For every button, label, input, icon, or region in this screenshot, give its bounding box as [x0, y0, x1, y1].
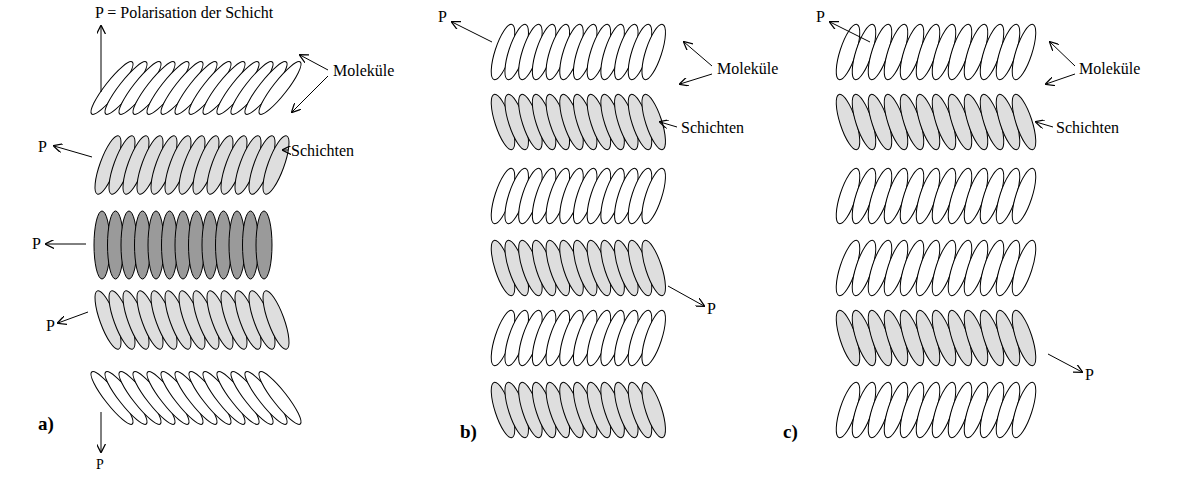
molecule: [637, 380, 670, 440]
molecule: [1007, 92, 1040, 152]
molecule: [1007, 380, 1040, 440]
polarisation-label: P: [32, 235, 41, 253]
leader-line: [1036, 122, 1053, 127]
leader-line: [283, 150, 288, 151]
leader-lines: [46, 22, 1082, 452]
part-label: Moleküle: [1079, 60, 1140, 78]
part-label: Schichten: [291, 142, 354, 160]
polarisation-arrow: [101, 26, 102, 92]
part-label: Moleküle: [717, 60, 778, 78]
molecule-group: [86, 22, 1040, 440]
leader-line: [300, 55, 328, 70]
molecule: [254, 58, 306, 119]
leader-line: [1046, 74, 1075, 84]
part-label: Schichten: [681, 119, 744, 137]
molecule: [637, 308, 670, 368]
polarisation-label: P: [38, 138, 47, 156]
molecule: [258, 133, 294, 197]
leader-line: [680, 74, 712, 84]
polarisation-arrow: [46, 244, 86, 245]
polarisation-arrow: [452, 22, 492, 42]
panel-letter: b): [460, 422, 477, 443]
molecule: [637, 92, 670, 152]
caption-label: P = Polarisation der Schicht: [95, 4, 273, 22]
panel-letter: a): [38, 414, 54, 435]
panel-letter: c): [783, 422, 798, 443]
polarisation-arrow: [668, 286, 704, 306]
leader-line: [292, 76, 328, 112]
polarisation-arrow: [830, 22, 870, 42]
part-label: Moleküle: [333, 62, 394, 80]
polarisation-label: P: [816, 8, 825, 26]
molecule: [258, 288, 294, 352]
polarisation-arrow: [54, 146, 92, 157]
leader-line: [684, 42, 712, 66]
molecule: [637, 166, 670, 226]
leader-line: [660, 122, 677, 127]
molecule: [1007, 238, 1040, 298]
polarisation-arrow: [58, 312, 88, 323]
polarisation-label: P: [96, 457, 104, 472]
polarisation-label: P: [438, 8, 447, 26]
molecule: [637, 22, 670, 82]
molecule: [256, 211, 272, 279]
polarisation-arrow: [1048, 354, 1082, 372]
polarisation-label: P: [1085, 366, 1094, 384]
molecule: [1007, 22, 1040, 82]
molecule: [1007, 308, 1040, 368]
molecule: [1007, 166, 1040, 226]
part-label: Schichten: [1056, 119, 1119, 137]
leader-line: [1050, 42, 1075, 66]
polarisation-label: P: [707, 300, 716, 318]
polarisation-arrow: [101, 412, 102, 452]
molecule: [254, 368, 306, 429]
polarisation-label: P: [46, 317, 55, 335]
molecule: [637, 238, 670, 298]
